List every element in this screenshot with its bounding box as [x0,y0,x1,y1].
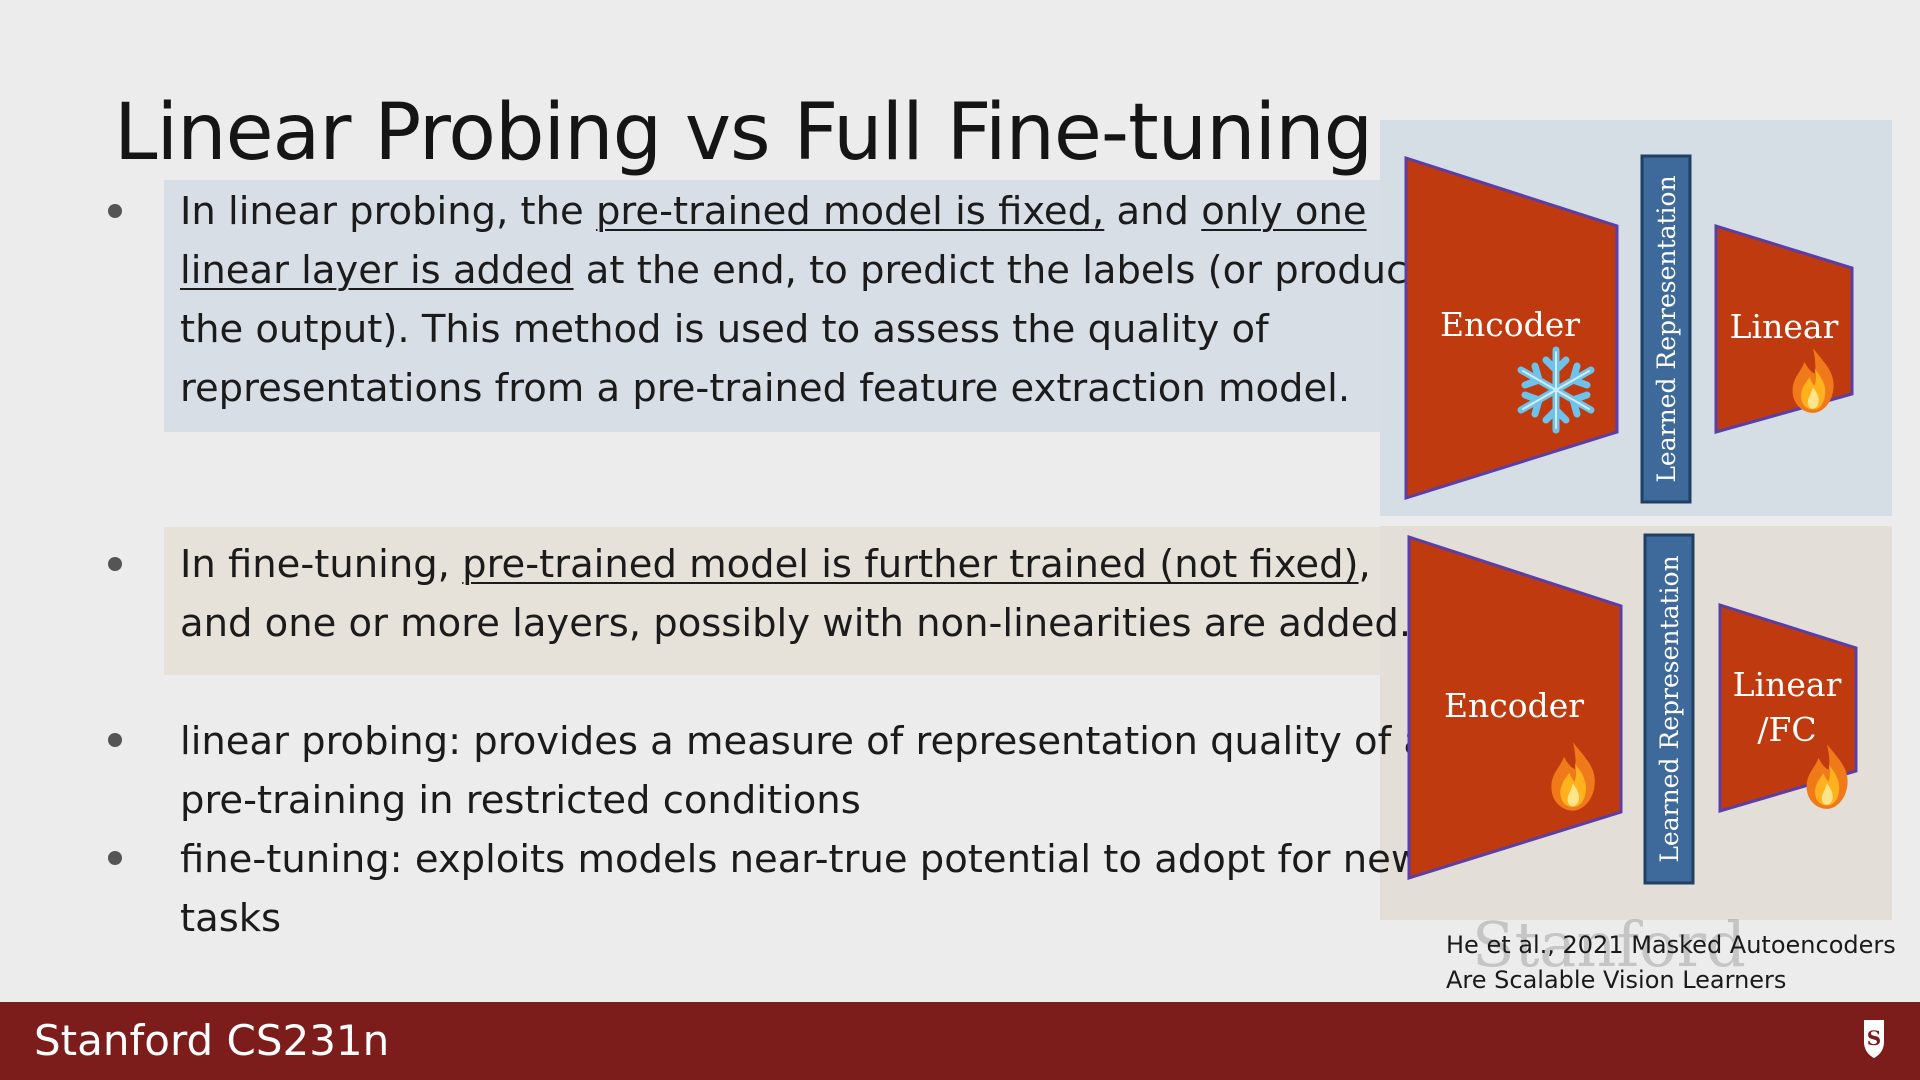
bullet-dot [108,851,122,865]
linear-fc-label-line2: /FC [1757,710,1816,749]
encoder-label: Encoder [1440,305,1580,344]
learned-representation-label: Learned Representation [1652,175,1681,482]
slide-title: Linear Probing vs Full Fine-tuning [114,88,1373,178]
encoder-block-frozen [1404,155,1619,501]
summary-linear-probing: linear probing: provides a measure of re… [180,719,1427,823]
learned-representation-label: Learned Representation [1655,555,1684,862]
bullet-dot [108,204,122,218]
fine-tuning-text: In fine-tuning, pre-trained model is fur… [180,542,1412,646]
svg-text:S: S [1867,1026,1881,1050]
stanford-watermark: Stanford [1472,908,1746,981]
learned-representation-bar [1640,154,1692,504]
linear-label: Linear [1730,307,1839,346]
bullet-dot [108,733,122,747]
stanford-logo-icon: S [1864,1020,1884,1058]
linear-probing-text: In linear probing, the pre-trained model… [180,189,1431,411]
footer-bar: Stanford CS231n S [0,1002,1920,1080]
linear-fc-label-line1: Linear [1733,665,1842,704]
bullet-dot [108,557,122,571]
encoder-label: Encoder [1444,686,1584,725]
fine-tuning-highlight [164,527,1380,675]
learned-representation-bar [1643,533,1695,885]
summary-fine-tuning: fine-tuning: exploits models near-true p… [180,837,1423,941]
course-title: Stanford CS231n [34,1016,390,1065]
linear-fc-head-block [1718,602,1858,814]
linear-probing-highlight [164,180,1380,432]
citation: He et al., 2021 Masked Autoencoders Are … [1446,931,1896,994]
